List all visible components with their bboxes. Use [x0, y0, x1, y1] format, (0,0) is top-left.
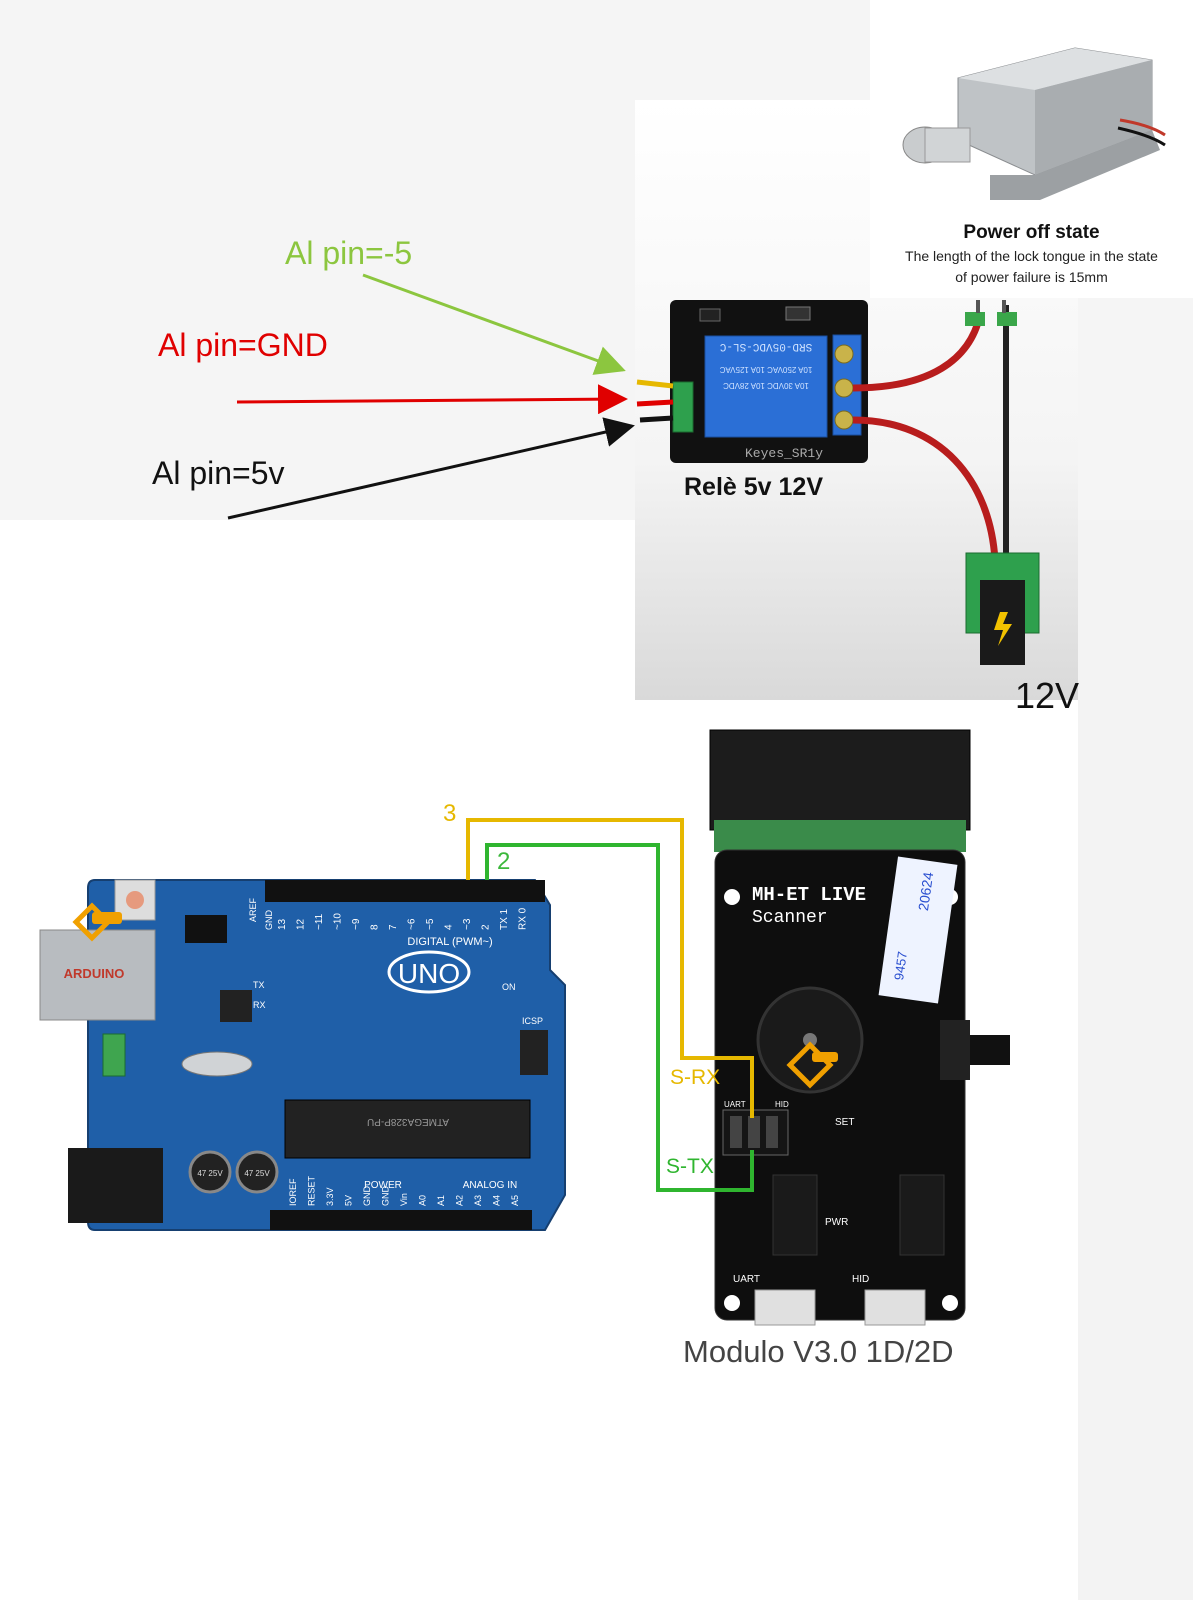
arduino-pin-label-bottom: A5: [510, 1195, 520, 1206]
arduino-pin-label-bottom: A1: [436, 1195, 446, 1206]
set-label: SET: [835, 1117, 854, 1128]
arduino-pin-label-top: 7: [388, 924, 399, 930]
arduino-pin-label-top: ~5: [425, 918, 436, 930]
arduino-pin-label-top: TX 1: [499, 908, 510, 930]
scanner-title-1: MH-ET LIVE: [752, 884, 866, 906]
analog-label: ANALOG IN: [463, 1180, 517, 1191]
wire-pin2-stx: [485, 843, 754, 1192]
label-pin-gnd: Al pin=GND: [158, 327, 328, 363]
chip-label: ATMEGA328P-PU: [367, 1116, 449, 1127]
arduino-pin-label-top: ~3: [462, 918, 473, 930]
aref-label: AREF: [248, 897, 258, 922]
arduino-pin-label-top: 12: [296, 918, 307, 930]
lock-desc-line-2: of power failure is 15mm: [955, 269, 1108, 285]
arduino-pin-label-top: ~6: [407, 918, 418, 930]
arduino-pin-label-bottom: 5V: [344, 1195, 354, 1206]
arduino-pin-label-top: 4: [444, 924, 455, 930]
arduino-pin-label-top: ~10: [333, 913, 344, 930]
arduino-pin-label-bottom: RESET: [307, 1175, 317, 1206]
relay-caption: Relè 5v 12V: [684, 473, 823, 501]
scanner-logo: [786, 1041, 838, 1089]
power-label: POWER: [364, 1180, 402, 1191]
digital-label: DIGITAL (PWM~): [407, 936, 492, 948]
lock-state-title: Power off state: [963, 222, 1100, 243]
label-pin-5v: Al pin=5v: [152, 455, 285, 491]
relay-model-text: SRD-05VDC-SL-C: [719, 340, 812, 352]
arduino-pin-label-top: 13: [277, 918, 288, 930]
lock-desc-line-1: The length of the lock tongue in the sta…: [905, 248, 1158, 264]
arduino-pin-label-bottom: A4: [492, 1195, 502, 1206]
capacitor-label-2: 47 25V: [244, 1169, 270, 1178]
relay-ratings-2: 10A 30VDC 10A 28VDC: [723, 381, 809, 390]
ribbon-code-2: 9457: [891, 950, 910, 981]
label-pin-minus5: Al pin=-5: [285, 235, 413, 271]
black-wire-arrow: [227, 417, 635, 520]
arduino-pin-label-bottom: GND: [381, 1186, 391, 1207]
s-tx-label: S-TX: [666, 1155, 714, 1178]
power-jack-12v: [965, 552, 1040, 665]
arduino-pin-label-top: 8: [370, 924, 381, 930]
arduino-pin-label-bottom: IOREF: [288, 1178, 298, 1206]
scanner-title-2: Scanner: [752, 908, 828, 928]
ribbon-code: 20624: [915, 871, 936, 912]
relay-brand: Keyes_SR1y: [745, 446, 823, 461]
arduino-pin-label-bottom: GND: [362, 1186, 372, 1207]
lock-connector-black: [997, 312, 1017, 326]
on-label: ON: [502, 982, 516, 992]
icsp-label: ICSP: [522, 1016, 543, 1026]
gnd-label: GND: [264, 910, 274, 931]
relay-module: SRD-05VDC-SL-C 10A 250VAC 10A 125VAC 10A…: [670, 300, 868, 463]
wire-pin3-srx: [466, 818, 754, 1118]
arduino-uno-board: ATMEGA328P-PU 47 25V 47 25V UNO DIGITAL …: [39, 879, 566, 1231]
arduino-bottom-pin-labels: IOREF RESET 3.3V 5V GND GND Vin A0 A1 A2 A3 A4 A5: [288, 1175, 520, 1206]
pwr-label: PWR: [825, 1217, 848, 1228]
hid-label: HID: [775, 1100, 789, 1109]
arduino-pin-label-top: ~9: [351, 918, 362, 930]
uart-label: UART: [724, 1100, 746, 1109]
arduino-pin-label-bottom: A0: [418, 1195, 428, 1206]
red-wire-arrow: [236, 384, 628, 415]
capacitor-label-1: 47 25V: [197, 1169, 223, 1178]
arduino-pin-label-bottom: A2: [455, 1195, 465, 1206]
arduino-pin-label-bottom: A3: [473, 1195, 483, 1206]
wire-label-3: 3: [443, 800, 457, 827]
relay-ratings-1: 10A 250VAC 10A 125VAC: [719, 365, 812, 374]
myarduino-logo-text: ARDUINO: [64, 966, 125, 981]
green-wire-arrow: [362, 273, 626, 375]
right-margin-strip: [1078, 520, 1193, 1600]
uart-port-label: UART: [733, 1274, 760, 1285]
tx-label: TX: [253, 980, 265, 990]
arduino-pin-label-top: RX 0: [518, 907, 529, 930]
wire-label-2: 2: [497, 848, 511, 875]
arduino-pin-label-top: ~11: [314, 913, 325, 930]
uno-logo: UNO: [398, 958, 460, 989]
arduino-pin-label-bottom: Vin: [399, 1193, 409, 1206]
hid-port-label: HID: [852, 1274, 869, 1285]
power-12v-label: 12V: [1015, 675, 1080, 716]
rx-label: RX: [253, 1000, 266, 1010]
arduino-top-pin-labels: 13 12 ~11 ~10 ~9 8 7 ~6 ~5 4 ~3 2 TX 1 RX 0: [277, 907, 529, 930]
myarduino-logo: ARDUINO: [64, 902, 125, 981]
lock-state-description: The length of the lock tongue in the sta…: [870, 246, 1193, 288]
arduino-pin-label-bottom: 3.3V: [325, 1187, 335, 1206]
module-caption: Modulo V3.0 1D/2D: [683, 1334, 954, 1369]
solenoid-lock-image: [902, 47, 1166, 200]
s-rx-label: S-RX: [670, 1066, 721, 1089]
lock-connector-red: [965, 312, 985, 326]
arduino-pin-label-top: 2: [481, 924, 492, 930]
scanner-module: MH-ET LIVE Scanner 20624 9457 UART HID S…: [709, 729, 1010, 1326]
